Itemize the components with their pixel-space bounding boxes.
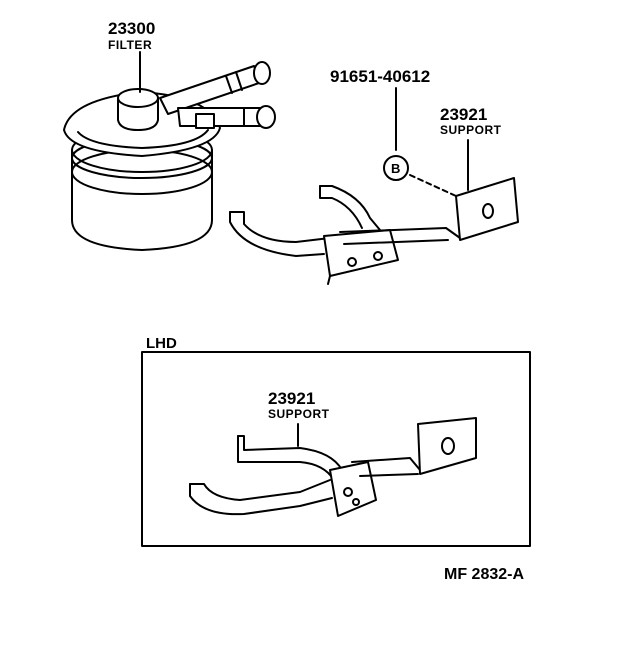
support-name: SUPPORT xyxy=(440,123,502,137)
lhd-support-name: SUPPORT xyxy=(268,407,330,421)
lhd-support-part-number: 23921 xyxy=(268,389,316,408)
fuel-filter xyxy=(63,61,276,251)
bolt-symbol-letter: B xyxy=(391,161,401,176)
filter-name: FILTER xyxy=(108,38,153,52)
lhd-support-bracket xyxy=(189,417,477,517)
bolt-b-symbol xyxy=(383,155,409,181)
support-bracket xyxy=(229,177,519,285)
lhd-title: LHD xyxy=(146,335,177,352)
support-part-number: 23921 xyxy=(440,105,488,124)
filter-part-number: 23300 xyxy=(108,19,156,38)
bolt-part-number: 91651-40612 xyxy=(330,67,431,86)
figure-code: MF 2832-A xyxy=(444,566,525,583)
lhd-frame xyxy=(141,351,531,547)
leader-lines xyxy=(139,51,469,447)
